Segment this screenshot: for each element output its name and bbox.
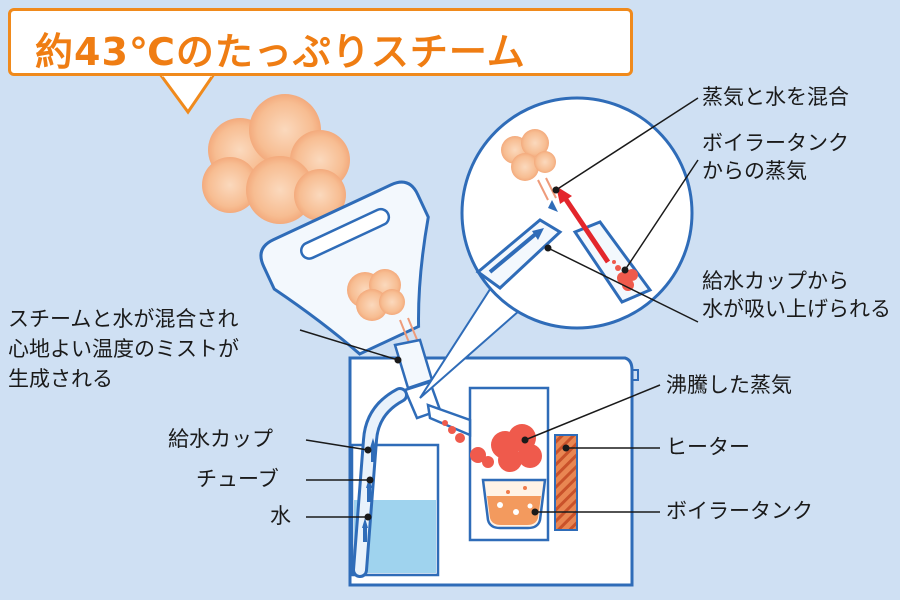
diagram-title: 約43℃のたっぷりスチーム <box>35 30 526 74</box>
leader-lines <box>299 97 699 518</box>
label-mist-2: 心地よい温度のミストが <box>8 337 239 361</box>
heater-element <box>554 434 578 531</box>
label-water-suck-1: 給水カップから <box>702 269 849 293</box>
title-banner: 約43℃のたっぷりスチーム <box>8 8 633 76</box>
label-water-suck-2: 水が吸い上げられる <box>702 297 891 321</box>
label-water: 水 <box>270 504 291 528</box>
label-boiler-steam-2: からの蒸気 <box>702 159 807 183</box>
label-heater: ヒーター <box>666 435 750 459</box>
label-mist-1: スチームと水が混合され <box>8 307 239 331</box>
label-tube: チューブ <box>196 467 279 491</box>
label-steam-mix: 蒸気と水を混合 <box>702 85 849 109</box>
label-boiler-steam-1: ボイラータンク <box>702 131 849 155</box>
zoom-detail <box>460 96 694 330</box>
boiler-tank <box>481 478 547 530</box>
boiling-steam-cloud <box>442 420 542 472</box>
label-water-cup: 給水カップ <box>168 427 273 451</box>
label-mist-3: 生成される <box>8 367 113 391</box>
title-bubble-pointer <box>157 72 217 115</box>
outer-steam-cloud <box>202 94 353 263</box>
nozzle-steam <box>347 269 419 346</box>
label-boiler-tank: ボイラータンク <box>666 499 813 523</box>
label-boiling-steam: 沸騰した蒸気 <box>666 373 792 397</box>
